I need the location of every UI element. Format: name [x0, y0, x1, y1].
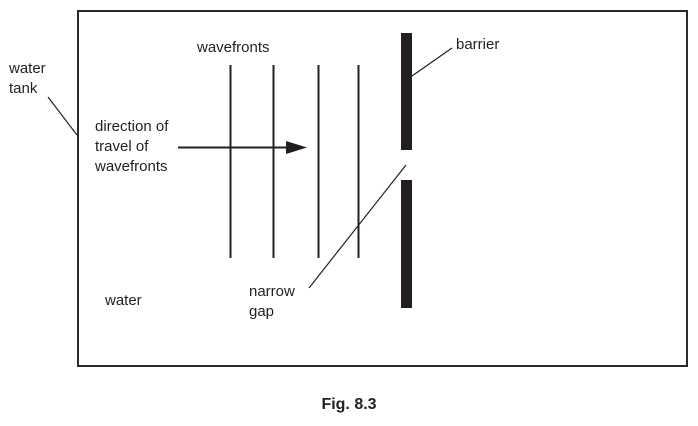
- barrier-lower-segment: [401, 180, 412, 308]
- water-label: water: [105, 292, 142, 309]
- water-tank-leader-line: [47, 96, 78, 136]
- water-tank-label: water tank: [9, 60, 46, 97]
- direction-of-travel-label: direction of travel of wavefronts: [95, 118, 169, 175]
- narrow-gap-label: narrow gap: [249, 283, 295, 320]
- wavefronts-label: wavefronts: [197, 39, 270, 56]
- direction-arrow-head: [286, 141, 307, 154]
- figure-caption: Fig. 8.3: [321, 396, 377, 413]
- barrier-bars: [401, 33, 412, 308]
- barrier-leader-line: [411, 47, 453, 77]
- water-tank-outline: [77, 10, 688, 367]
- barrier-upper-segment: [401, 33, 412, 150]
- barrier-label: barrier: [456, 36, 500, 53]
- narrow-gap-leader-line: [308, 164, 407, 289]
- leader-lines: [47, 47, 453, 289]
- direction-arrow: [178, 141, 307, 154]
- wavefront-lines: [229, 65, 360, 258]
